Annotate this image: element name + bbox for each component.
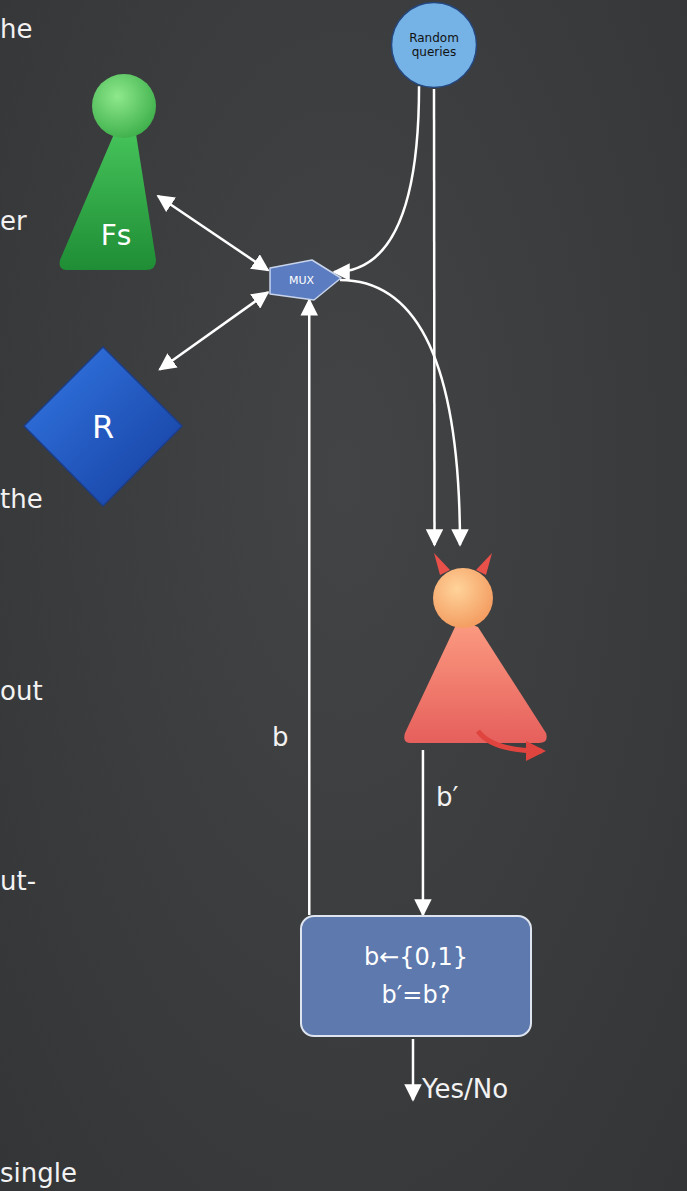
connector-arrow (340, 280, 460, 545)
output-arrow (412, 1039, 415, 1100)
challenger-box: b←{0,1} b′=b? (300, 915, 532, 1037)
cut-off-slide-text: out (0, 676, 43, 706)
cut-off-slide-text: er (0, 206, 27, 236)
query-label: Random queries (402, 31, 466, 59)
cut-off-slide-text: ut- (0, 866, 36, 896)
connector-arrow (334, 86, 419, 272)
cut-off-slide-text: single (0, 1158, 77, 1188)
challenger-line: b←{0,1} (364, 943, 468, 971)
connector-arrow (422, 750, 425, 915)
connector-arrow (160, 292, 268, 369)
adversary-figure (400, 545, 550, 750)
cut-off-slide-text: the (0, 484, 43, 514)
connector-label: b′ (436, 782, 458, 812)
connector-arrow (158, 196, 268, 270)
connector-label: b (272, 722, 289, 752)
mux-pentagon: MUX (268, 258, 343, 302)
oracle-name: R (92, 409, 114, 445)
output-label: Yes/No (422, 1074, 508, 1104)
connector-arrow (433, 89, 436, 545)
honest-party-figure: Fs (58, 72, 158, 272)
oracle-diamond: R (22, 345, 184, 508)
party-name: Fs (101, 220, 132, 252)
cut-off-slide-text: he (0, 14, 32, 44)
adversary-drawing (400, 545, 550, 750)
mux-label: MUX (289, 274, 314, 287)
query-source-circle: Random queries (390, 1, 478, 89)
challenger-line: b′=b? (382, 981, 451, 1009)
connector-arrow (308, 300, 311, 915)
